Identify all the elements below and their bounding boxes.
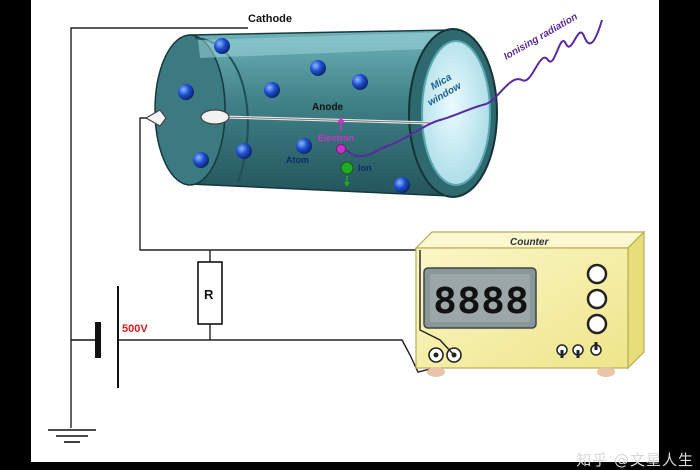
battery-symbol bbox=[71, 286, 119, 388]
input-terminal bbox=[428, 347, 444, 363]
ion-label: Ion bbox=[358, 163, 372, 173]
resistor-label: R bbox=[204, 287, 214, 302]
knob bbox=[586, 288, 608, 310]
atom bbox=[236, 143, 252, 159]
cathode-label: Cathode bbox=[248, 13, 292, 25]
toggle-switch bbox=[572, 344, 584, 358]
atom bbox=[214, 38, 230, 54]
ground-symbol bbox=[48, 429, 96, 443]
resistor bbox=[197, 261, 223, 325]
atom bbox=[394, 177, 410, 193]
knob bbox=[586, 263, 608, 285]
terminal-wire bbox=[419, 250, 455, 356]
ion-particle bbox=[340, 161, 354, 175]
electron-particle bbox=[336, 144, 346, 154]
counter-display-digits: 8888 bbox=[433, 281, 529, 322]
atom bbox=[193, 152, 209, 168]
atom-label: Atom bbox=[286, 155, 309, 165]
atom bbox=[352, 74, 368, 90]
atom bbox=[296, 138, 312, 154]
anode-label: Anode bbox=[312, 102, 344, 113]
atom bbox=[178, 84, 194, 100]
atom bbox=[264, 82, 280, 98]
atom bbox=[310, 60, 326, 76]
counter-label: Counter bbox=[510, 237, 549, 248]
ionising-radiation-path bbox=[345, 19, 603, 158]
voltage-label: 500V bbox=[122, 323, 148, 335]
toggle-switch bbox=[590, 342, 602, 356]
toggle-switch bbox=[556, 344, 568, 358]
knob bbox=[586, 313, 608, 335]
gas-atoms bbox=[178, 38, 410, 193]
geiger-muller-tube bbox=[144, 28, 498, 198]
watermark: 知乎 @文星人生 bbox=[576, 451, 694, 469]
electron-label: Electron bbox=[318, 133, 354, 143]
